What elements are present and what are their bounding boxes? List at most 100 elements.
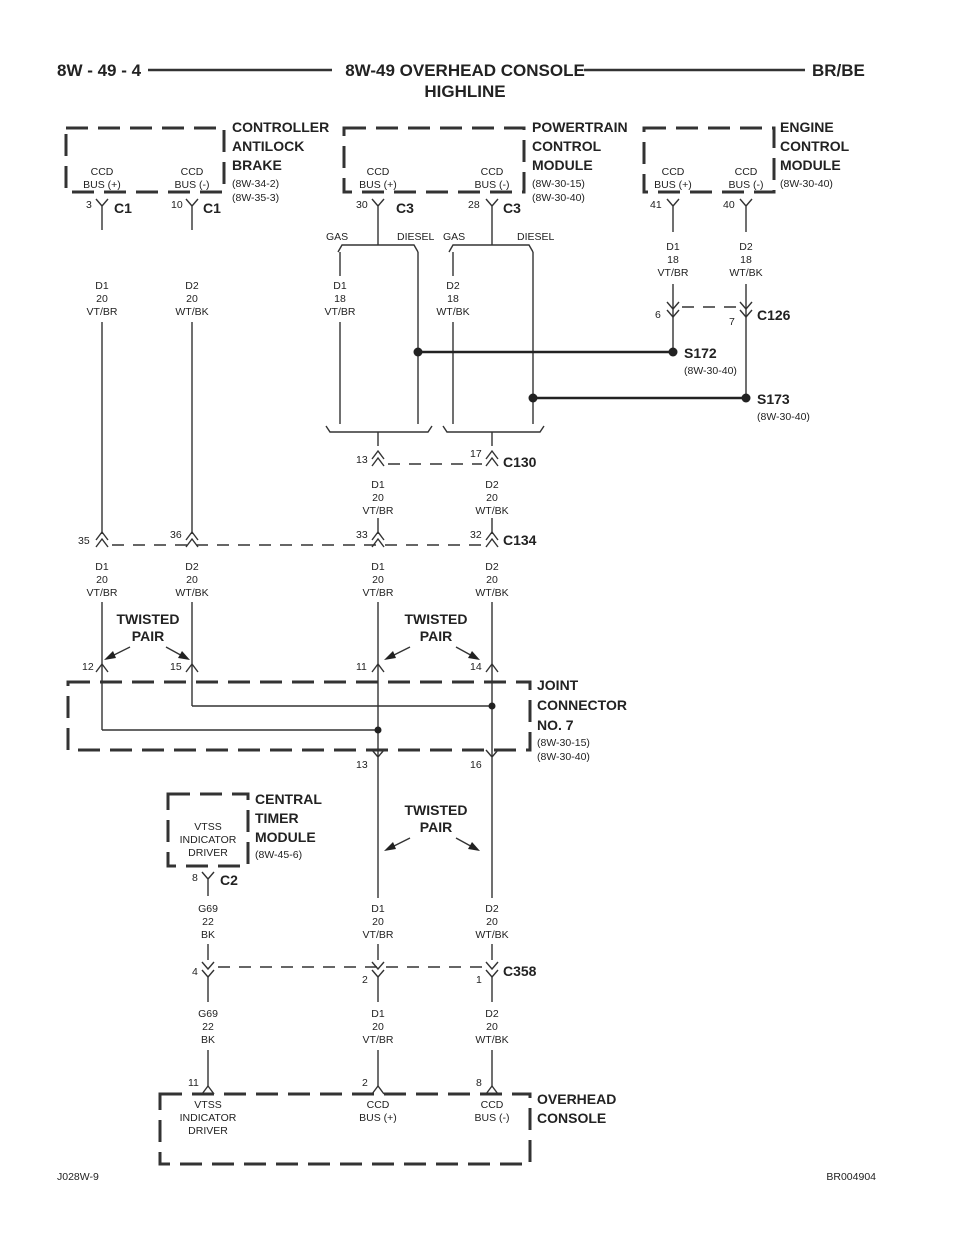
ecm-module-name-2: CONTROL xyxy=(780,138,850,154)
ctm-name-1: CENTRAL xyxy=(255,791,322,807)
ecm-d1-color: VT/BR xyxy=(658,267,689,279)
c134-terminal-32 xyxy=(485,530,499,548)
pcm-diesel-2: DIESEL xyxy=(517,231,555,243)
overhead-name-1: OVERHEAD xyxy=(537,1091,616,1107)
abs-module-name-1: CONTROLLER xyxy=(232,119,329,135)
pcm-gas-2: GAS xyxy=(443,231,465,243)
ecm-ccd-plus-1: CCD xyxy=(662,166,685,178)
overhead-terminal-2 xyxy=(371,1084,385,1095)
overhead-terminal-11 xyxy=(201,1084,215,1095)
c130-d1-color: VT/BR xyxy=(363,505,394,517)
footer-left: J028W-9 xyxy=(57,1171,99,1183)
joint-name-2: CONNECTOR xyxy=(537,697,627,713)
pcm-pin-28: 28 xyxy=(468,199,480,211)
overhead-pin-2: 2 xyxy=(362,1077,368,1089)
twisted-lower-arrowhead-r xyxy=(468,842,480,851)
pcm-ccd-plus-2: BUS (+) xyxy=(359,179,397,191)
abs-ccd-plus-1: CCD xyxy=(91,166,114,178)
jc-d2-gauge: 20 xyxy=(486,916,498,928)
pcm-split-1 xyxy=(337,236,419,253)
c134-connector: 35 36 33 32 C134 D1 20 VT/BR D2 20 WT/BK… xyxy=(78,529,537,664)
overhead-vtss-3: DRIVER xyxy=(188,1125,228,1137)
abs-d1-gauge: 20 xyxy=(96,293,108,305)
joint-pin-13: 13 xyxy=(356,759,368,771)
joint-node-d2 xyxy=(488,702,496,710)
pcm-conn-c3-b: C3 xyxy=(503,200,521,216)
joint-terminal-16 xyxy=(485,749,499,898)
twisted-pair-lower: TWISTED PAIR xyxy=(384,802,480,851)
twisted-right-arrowhead-l xyxy=(384,651,396,660)
overhead-terminal-8 xyxy=(485,1084,499,1095)
page-subtitle: HIGHLINE xyxy=(424,82,505,101)
s172-label: S172 xyxy=(684,345,717,361)
c358-g69-color: BK xyxy=(201,1034,215,1046)
pcm-pin-30: 30 xyxy=(356,199,368,211)
twisted-left-arrowhead-l xyxy=(104,651,116,660)
page-title: 8W-49 OVERHEAD CONSOLE xyxy=(345,61,585,80)
abs-conn-c1-b: C1 xyxy=(203,200,221,216)
abs-ccd-minus-2: BUS (-) xyxy=(175,179,210,191)
ctm-ref: (8W-45-6) xyxy=(255,849,302,861)
joint-pin-11: 11 xyxy=(356,661,367,673)
abs-module-ref-2: (8W-35-3) xyxy=(232,192,279,204)
c358-d1-color: VT/BR xyxy=(363,1034,394,1046)
jc-d1-gauge: 20 xyxy=(372,916,384,928)
pcm-ccd-minus-1: CCD xyxy=(481,166,504,178)
joint-pin-16: 16 xyxy=(470,759,482,771)
twisted-right-2: PAIR xyxy=(420,628,452,644)
c358-connector: 4 2 1 C358 G69 22 BK D1 20 VT/BR D2 20 W… xyxy=(192,961,537,1086)
c126-terminal-2 xyxy=(739,301,753,319)
pcm-module-name-3: MODULE xyxy=(532,157,593,173)
jc-lower-wires: D1 20 VT/BR D2 20 WT/BK xyxy=(363,903,509,960)
joint-pin-12: 12 xyxy=(82,661,94,673)
c134-d2l-color: WT/BK xyxy=(175,587,208,599)
jc-d2-color: WT/BK xyxy=(475,929,508,941)
c134-pin-35: 35 xyxy=(78,535,90,547)
pcm-d2-gauge: 18 xyxy=(447,293,459,305)
twisted-left-2: PAIR xyxy=(132,628,164,644)
c126-pin-6: 6 xyxy=(655,309,661,321)
c134-pin-33: 33 xyxy=(356,529,368,541)
pcm-terminal-1 xyxy=(371,198,385,236)
c358-pin-4: 4 xyxy=(192,966,198,978)
pcm-ccd-minus-2: BUS (-) xyxy=(475,179,510,191)
pcm-module-name-2: CONTROL xyxy=(532,138,602,154)
model-code: BR/BE xyxy=(812,61,865,80)
c130-pin-17: 17 xyxy=(470,448,482,460)
pcm-gas-1: GAS xyxy=(326,231,348,243)
c134-label: C134 xyxy=(503,532,537,548)
ecm-d1-code: D1 xyxy=(666,241,680,253)
pcm-module-ref-2: (8W-30-40) xyxy=(532,192,585,204)
c358-terminal-1 xyxy=(485,961,499,979)
page-number: 8W - 49 - 4 xyxy=(57,61,142,80)
joint-name-3: NO. 7 xyxy=(537,717,574,733)
pcm-ccd-plus-1: CCD xyxy=(367,166,390,178)
c134-pin-36: 36 xyxy=(170,529,182,541)
overhead-vtss-1: VTSS xyxy=(194,1099,221,1111)
joint-connector-box xyxy=(66,680,532,752)
c134-d1l-gauge: 20 xyxy=(96,574,108,586)
c134-d2r-code: D2 xyxy=(485,561,499,573)
joint-ref-1: (8W-30-15) xyxy=(537,737,590,749)
twisted-left-1: TWISTED xyxy=(117,611,180,627)
overhead-console-box xyxy=(158,1092,532,1166)
twisted-lower-2: PAIR xyxy=(420,819,452,835)
twisted-right-arrowhead-r xyxy=(468,651,480,660)
abs-terminal-2 xyxy=(185,198,199,230)
s173-label: S173 xyxy=(757,391,790,407)
c358-g69-gauge: 22 xyxy=(202,1021,214,1033)
abs-ccd-plus-2: BUS (+) xyxy=(83,179,121,191)
abs-d2-gauge: 20 xyxy=(186,293,198,305)
abs-pin-10: 10 xyxy=(171,199,183,211)
ecm-d2-gauge: 18 xyxy=(740,254,752,266)
joint-terminal-13 xyxy=(371,749,385,898)
c134-d2r-color: WT/BK xyxy=(475,587,508,599)
s173-dot-right xyxy=(741,393,751,403)
pcm-d1-gauge: 18 xyxy=(334,293,346,305)
ctm-g69-code: G69 xyxy=(198,903,218,915)
ctm-g69-gauge: 22 xyxy=(202,916,214,928)
c130-terminal-2 xyxy=(485,449,499,467)
c358-d1-code: D1 xyxy=(371,1008,385,1020)
c134-d2l-code: D2 xyxy=(185,561,199,573)
ctm-circuit-2: INDICATOR xyxy=(180,834,237,846)
